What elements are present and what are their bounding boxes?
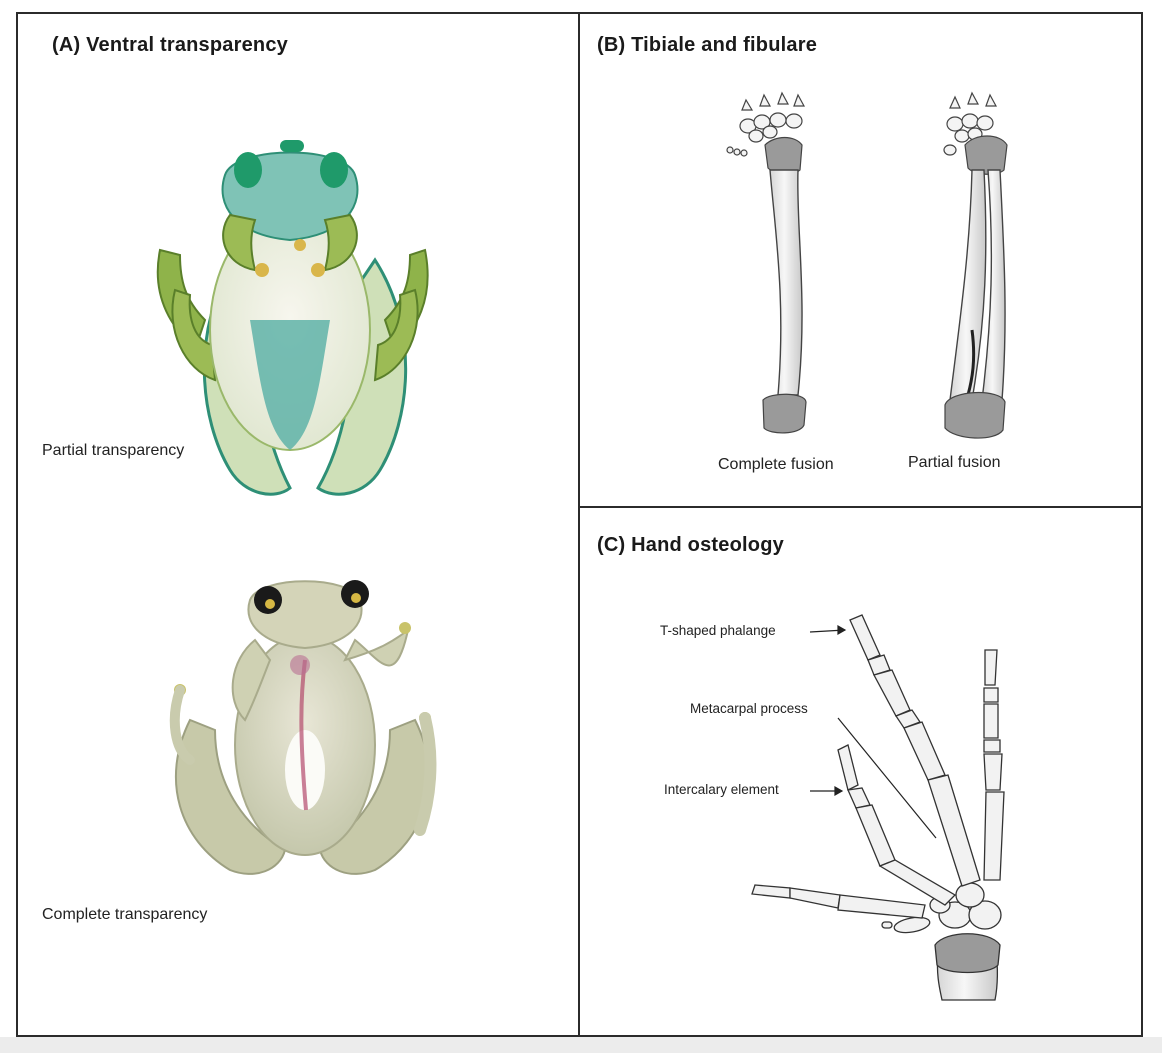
- caption-complete-fusion: Complete fusion: [718, 456, 834, 473]
- label-intercalary-element: Intercalary element: [664, 782, 779, 797]
- leader-lines: [809, 624, 937, 839]
- bottom-margin: [0, 1037, 1162, 1053]
- label-metacarpal-process: Metacarpal process: [690, 701, 808, 716]
- panel-c-title: (C) Hand osteology: [597, 534, 784, 556]
- bone-complete-fusion: [726, 91, 807, 434]
- caption-complete-transparency: Complete transparency: [42, 906, 208, 923]
- hand-skeleton: [751, 614, 1005, 1001]
- frog-partial-transparency: [156, 140, 429, 496]
- caption-partial-transparency: Partial transparency: [42, 442, 185, 459]
- panel-a-title: (A) Ventral transparency: [52, 34, 288, 56]
- panel-b-title: (B) Tibiale and fibulare: [597, 34, 818, 56]
- bone-partial-fusion: [943, 91, 1008, 439]
- vertical-divider: [578, 12, 580, 1037]
- line-metacarpal: [837, 717, 937, 839]
- label-t-shaped-phalange: T-shaped phalange: [660, 623, 776, 638]
- caption-partial-fusion: Partial fusion: [908, 454, 1001, 471]
- horizontal-divider: [579, 506, 1143, 508]
- frog-complete-transparency: [169, 580, 437, 875]
